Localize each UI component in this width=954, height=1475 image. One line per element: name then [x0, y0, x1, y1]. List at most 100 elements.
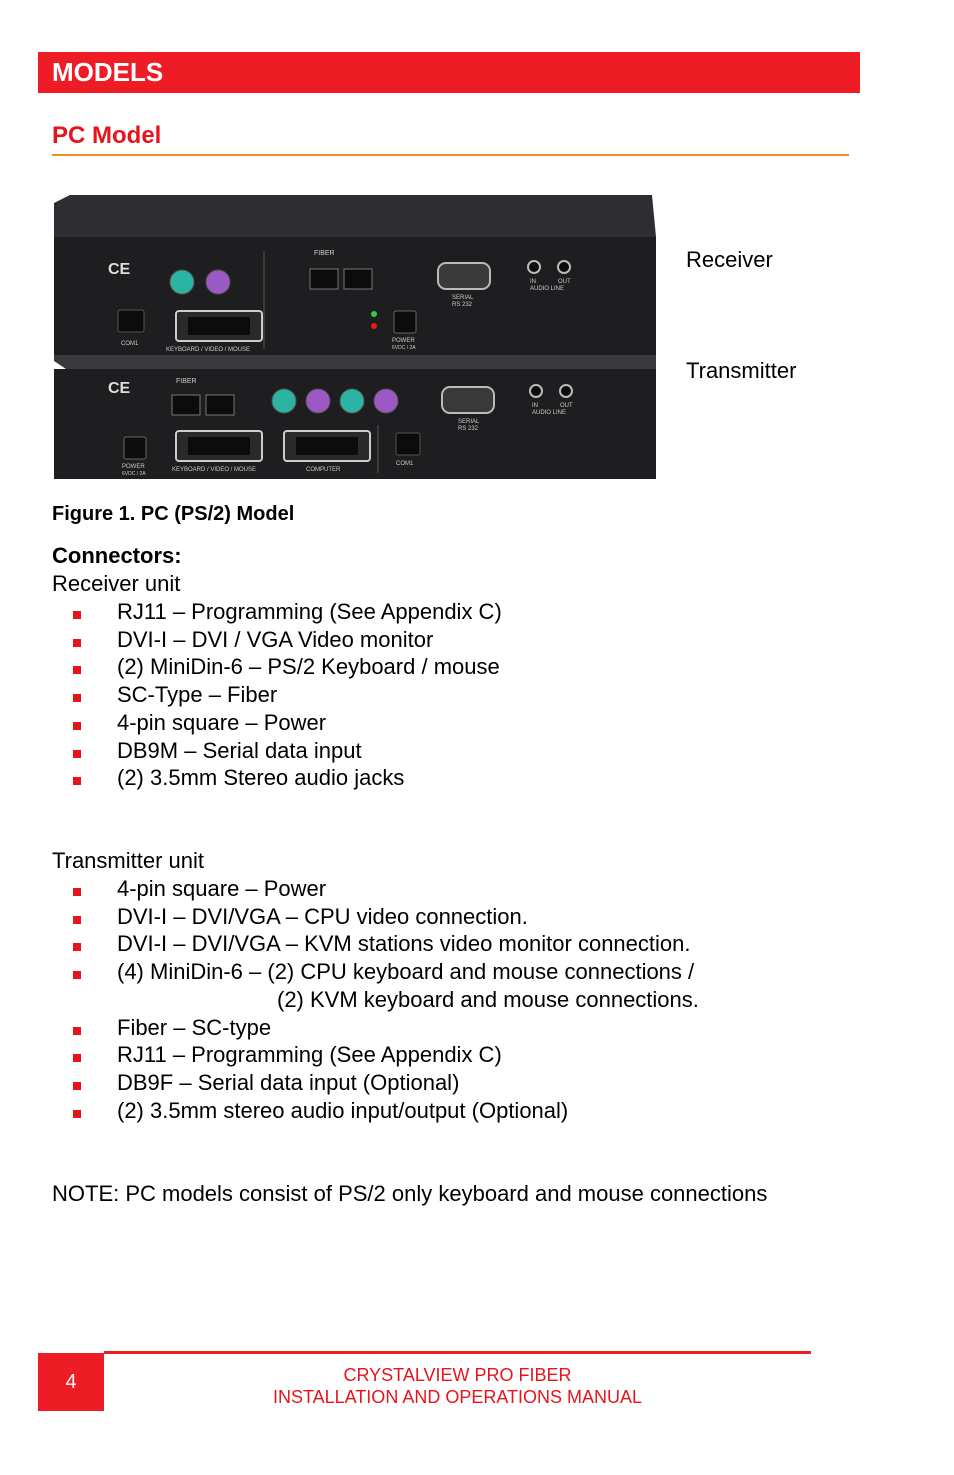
transmitter-audio-in-label: IN	[532, 403, 538, 409]
receiver-front-panel	[54, 237, 656, 355]
section-title: MODELS	[52, 57, 164, 87]
connectors-heading: Connectors:	[52, 543, 182, 568]
list-item: 4-pin square – Power	[52, 709, 902, 737]
list-item-text: (2) 3.5mm Stereo audio jacks	[117, 765, 405, 791]
list-item: Fiber – SC-type	[52, 1014, 902, 1042]
transmitter-ce-mark: CE	[108, 380, 131, 397]
transmitter-audio-out-label: OUT	[560, 403, 573, 409]
footer-line-1: CRYSTALVIEW PRO FIBER	[343, 1365, 572, 1385]
transmitter-dvi-kvm-pins	[188, 437, 250, 455]
receiver-power-spec: 6VDC / 2A	[392, 345, 416, 351]
figure-caption: Figure 1. PC (PS/2) Model	[52, 503, 295, 525]
bullet-square-icon	[73, 749, 81, 758]
receiver-connector-list: RJ11 – Programming (See Appendix C) DVI-…	[52, 598, 902, 792]
bullet-square-icon	[73, 611, 81, 619]
list-item-text: DVI-I – DVI / VGA Video monitor	[117, 626, 434, 652]
receiver-dvi-pins	[188, 317, 250, 335]
receiver-ce-mark: CE	[108, 261, 131, 278]
page-number: 4	[65, 1371, 77, 1393]
receiver-fiber-port-1	[309, 268, 339, 290]
receiver-audio-in-label: IN	[530, 279, 536, 285]
bullet-square-icon	[73, 777, 81, 786]
page-number-box: 4	[38, 1353, 104, 1411]
bullet-square-icon	[73, 1109, 81, 1118]
bullet-square-icon	[73, 915, 81, 924]
list-item: RJ11 – Programming (See Appendix C)	[52, 1041, 902, 1069]
list-item-text: DB9F – Serial data input (Optional)	[117, 1069, 460, 1095]
list-item: DVI-I – DVI/VGA – CPU video connection.	[52, 903, 902, 931]
receiver-audio-out-jack	[557, 260, 571, 274]
transmitter-label: Transmitter	[686, 358, 797, 383]
bullet-square-icon	[73, 721, 81, 730]
list-item-text: DVI-I – DVI/VGA – CPU video connection.	[117, 903, 528, 929]
receiver-db9-port	[437, 262, 491, 290]
transmitter-connectors-section: Transmitter unit 4-pin square – Power DV…	[52, 847, 902, 1124]
list-item: SC-Type – Fiber	[52, 681, 902, 709]
transmitter-power-spec: 6VDC / 2A	[122, 471, 146, 477]
list-item-text: Fiber – SC-type	[117, 1014, 272, 1040]
receiver-serial-label: SERIAL	[452, 295, 474, 301]
transmitter-connector-list: 4-pin square – Power DVI-I – DVI/VGA – C…	[52, 875, 902, 1124]
transmitter-computer-label: COMPUTER	[306, 467, 341, 473]
section-subtitle: PC Model	[52, 120, 849, 156]
list-item-text: (4) MiniDin-6 – (2) CPU keyboard and mou…	[117, 959, 695, 985]
list-item: RJ11 – Programming (See Appendix C)	[52, 598, 902, 626]
list-item-text: 4-pin square – Power	[117, 709, 327, 735]
transmitter-fiber-port-2	[205, 394, 235, 416]
transmitter-ps2-keyboard-port-2	[373, 388, 399, 414]
list-item: (2) 3.5mm Stereo audio jacks	[52, 764, 902, 792]
list-item: (2) 3.5mm stereo audio input/output (Opt…	[52, 1097, 902, 1125]
bullet-square-icon	[73, 971, 81, 980]
transmitter-unit-title: Transmitter unit	[52, 848, 205, 873]
receiver-power-port	[393, 310, 417, 334]
receiver-led-green	[371, 311, 377, 317]
receiver-led-red	[371, 323, 377, 329]
transmitter-power-port	[123, 436, 147, 460]
section-banner: MODELS	[38, 52, 860, 93]
list-item-text: 4-pin square – Power	[117, 876, 327, 901]
list-item-text: DVI-I – DVI/VGA – KVM stations video mon…	[117, 931, 691, 957]
list-item: DVI-I – DVI / VGA Video monitor	[52, 626, 902, 654]
receiver-rj11-port	[117, 309, 145, 333]
list-item-continuation: (2) KVM keyboard and mouse connections.	[277, 986, 699, 1012]
list-item-text: (2) MiniDin-6 – PS/2 Keyboard / mouse	[117, 654, 500, 680]
list-item-text: RJ11 – Programming (See Appendix C)	[117, 599, 502, 624]
transmitter-audio-out-jack	[559, 384, 573, 398]
list-item: (2) MiniDin-6 – PS/2 Keyboard / mouse	[52, 653, 902, 681]
receiver-label: Receiver	[686, 247, 773, 272]
bullet-square-icon	[73, 943, 81, 952]
pc-model-note: NOTE: PC models consist of PS/2 only key…	[52, 1181, 768, 1206]
list-item: DB9F – Serial data input (Optional)	[52, 1069, 902, 1097]
transmitter-rs232-label: RS 232	[458, 426, 479, 432]
list-item-text: SC-Type – Fiber	[117, 682, 278, 708]
transmitter-ps2-keyboard-port-1	[305, 388, 331, 414]
receiver-fiber-port-2	[343, 268, 373, 290]
transmitter-audio-in-jack	[529, 384, 543, 398]
bullet-square-icon	[73, 1081, 81, 1090]
transmitter-kvm-label: KEYBOARD / VIDEO / MOUSE	[172, 467, 256, 473]
list-item-text: RJ11 – Programming (See Appendix C)	[117, 1042, 502, 1068]
receiver-audio-in-jack	[527, 260, 541, 274]
bullet-square-icon	[73, 694, 81, 703]
receiver-audio-line-label: AUDIO LINE	[530, 286, 564, 292]
receiver-unit-title: Receiver unit	[52, 571, 181, 596]
transmitter-dvi-computer-pins	[296, 437, 358, 455]
receiver-fiber-label: FIBER	[314, 250, 335, 257]
footer-line-2: INSTALLATION AND OPERATIONS MANUAL	[272, 1387, 643, 1407]
footer-manual-title: CRYSTALVIEW PRO FIBER INSTALLATION AND O…	[104, 1364, 811, 1408]
transmitter-rj11-port	[395, 432, 421, 456]
transmitter-serial-label: SERIAL	[458, 419, 480, 425]
receiver-audio-out-label: OUT	[558, 279, 571, 285]
transmitter-fiber-label: FIBER	[176, 378, 197, 385]
bullet-square-icon	[73, 1026, 81, 1035]
subtitle-text: PC Model	[52, 122, 162, 149]
transmitter-db9-port	[441, 386, 495, 414]
transmitter-ps2-mouse-port-2	[339, 388, 365, 414]
list-item: DVI-I – DVI/VGA – KVM stations video mon…	[52, 930, 902, 958]
list-item-text: (2) 3.5mm stereo audio input/output (Opt…	[117, 1097, 569, 1123]
receiver-com1-label: COM1	[121, 341, 139, 347]
transmitter-com1-label: COM1	[396, 461, 414, 467]
receiver-kvm-label: KEYBOARD / VIDEO / MOUSE	[166, 347, 250, 353]
receiver-ps2-mouse-port	[169, 269, 195, 295]
transmitter-audio-line-label: AUDIO LINE	[532, 410, 566, 416]
